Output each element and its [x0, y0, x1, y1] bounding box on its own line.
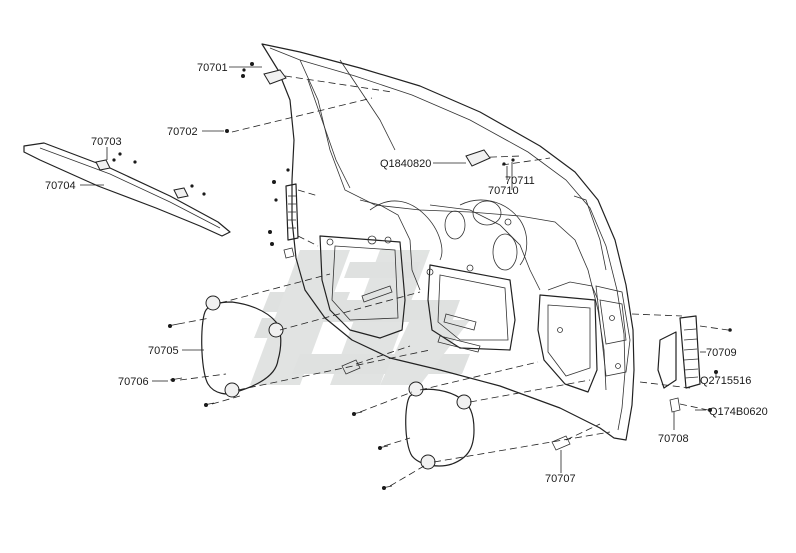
label-Q1840820: Q1840820 — [380, 158, 431, 170]
label-70701: 70701 — [197, 62, 228, 74]
label-70710: 70710 — [488, 185, 519, 197]
label-70708: 70708 — [658, 433, 689, 445]
alignment-lines-top — [231, 75, 551, 166]
left-bracket — [268, 168, 319, 259]
clip-Q1840820 — [433, 149, 515, 190]
label-70705: 70705 — [148, 345, 179, 357]
label-70702: 70702 — [167, 126, 198, 138]
access-cover-lower — [351, 361, 611, 490]
tab-parts — [341, 345, 601, 473]
watermark-logo — [250, 250, 470, 385]
garnish-strip-70704 — [23, 142, 231, 237]
label-Q174B0620: Q174B0620 — [709, 406, 768, 418]
label-70703: 70703 — [91, 136, 122, 148]
label-70709: 70709 — [706, 347, 737, 359]
label-70711: 70711 — [505, 175, 535, 187]
tailgate-panel — [261, 43, 635, 441]
clip-70702 — [202, 129, 229, 133]
clip-70701 — [229, 62, 287, 85]
callout-labels: 70701 70702 70703 70704 Q1840820 70711 7… — [45, 62, 768, 485]
label-70704: 70704 — [45, 180, 76, 192]
label-Q2715516: Q2715516 — [700, 375, 751, 387]
grab-handle-70709 — [631, 313, 732, 430]
label-70706: 70706 — [118, 376, 149, 388]
label-70707: 70707 — [545, 473, 576, 485]
access-cover-70705 — [152, 273, 431, 407]
